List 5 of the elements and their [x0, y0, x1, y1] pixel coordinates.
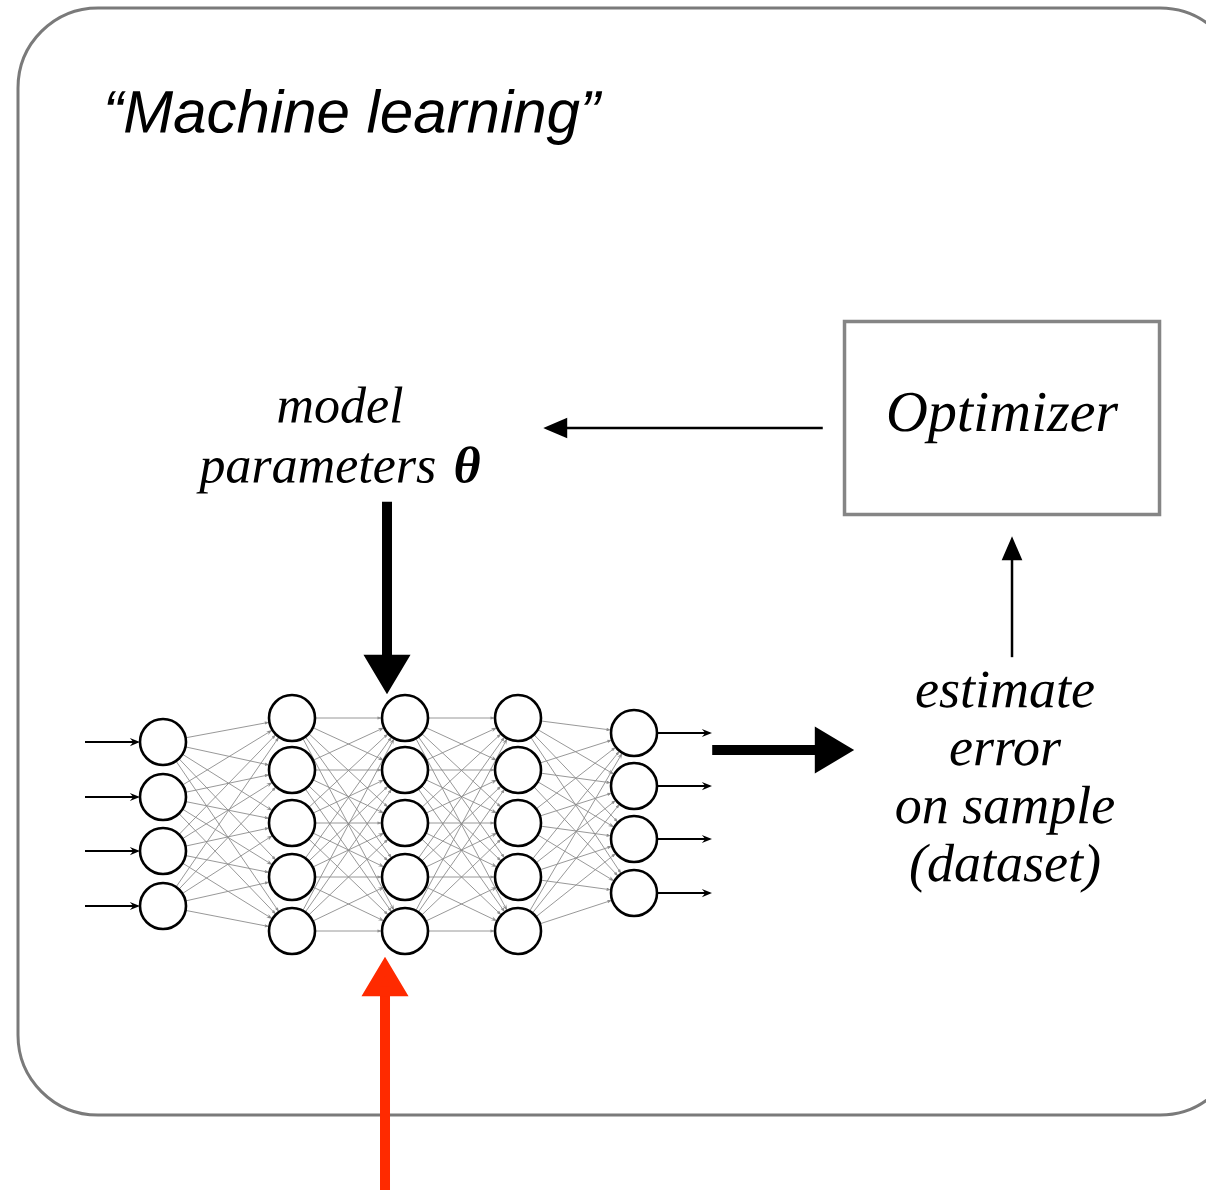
error-label: estimate error on sample (dataset) [896, 671, 1114, 893]
frame [16, 6, 1206, 1117]
optimizer-box: Optimizer [842, 319, 1162, 517]
title: “Machine learning” [107, 89, 603, 145]
parameter-label: model parameters θ [196, 386, 480, 494]
